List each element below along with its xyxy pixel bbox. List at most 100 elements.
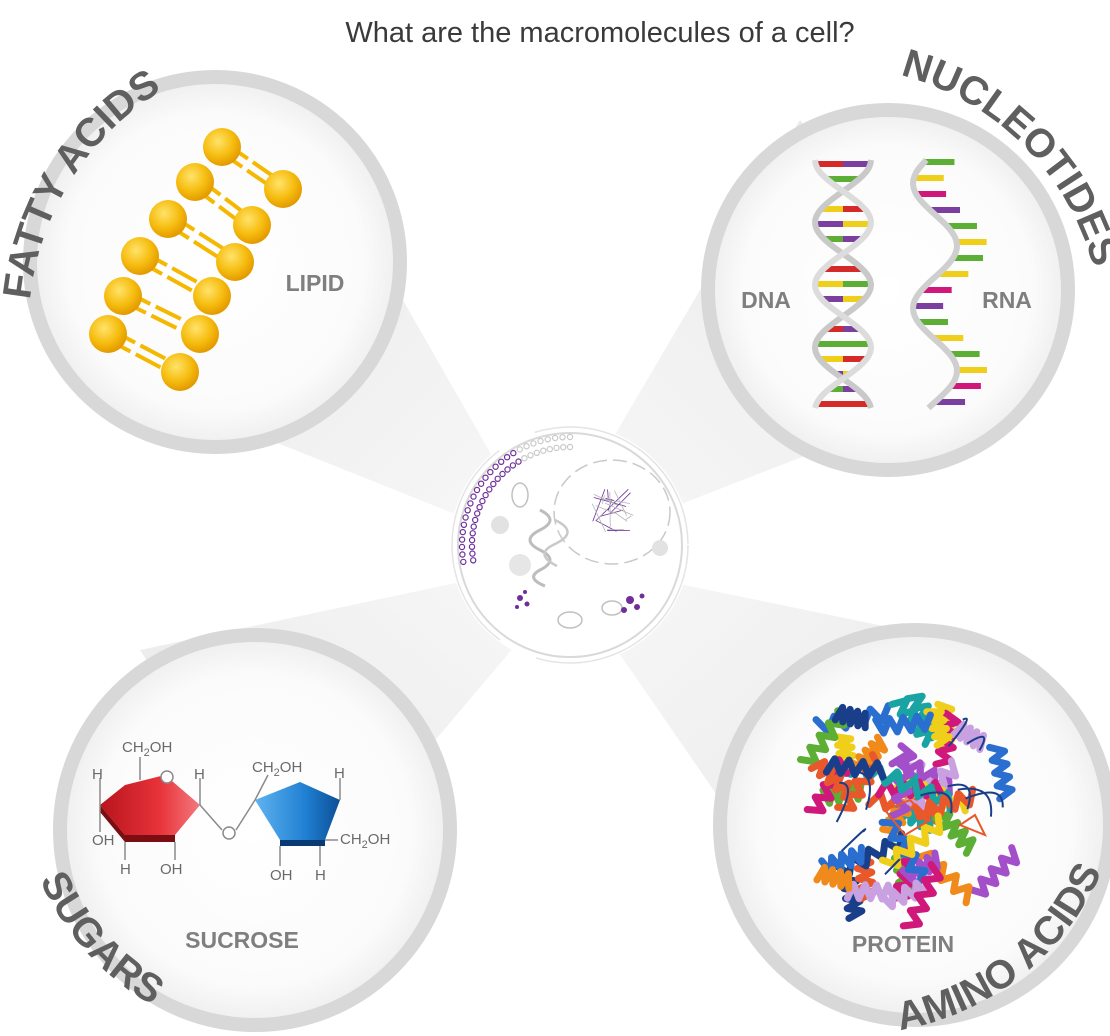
fructose-ring: [255, 782, 340, 840]
glucose-ring-oxygen: [160, 770, 174, 784]
membrane-bead: [521, 455, 528, 462]
protein-helix: [878, 812, 944, 870]
membrane-bead: [482, 474, 489, 481]
lipid-head: [203, 128, 241, 166]
lipid-head: [89, 315, 127, 353]
chem-h-1: H: [92, 766, 103, 783]
chromatin-strand: [613, 490, 628, 516]
protein-helix: [899, 861, 944, 930]
membrane-bead: [509, 462, 517, 469]
chromatin-strand: [607, 489, 609, 499]
protein-helix: [932, 810, 977, 857]
membrane-bead: [516, 446, 524, 453]
protein-loop: [957, 787, 993, 817]
membrane-bead: [523, 443, 530, 450]
membrane-bead: [515, 458, 522, 465]
lipid-head: [233, 206, 271, 244]
membrane-bead: [544, 436, 552, 443]
membrane-bead: [551, 434, 559, 442]
chromatin-strand: [601, 498, 631, 504]
chromatin-strand: [625, 515, 632, 521]
membrane-bead: [530, 440, 537, 447]
protein-loop: [947, 717, 968, 747]
membrane-bead: [527, 452, 534, 459]
membrane-bead: [468, 536, 476, 544]
bubble-bottom-left: [53, 628, 457, 1032]
protein-ligand: [883, 798, 988, 837]
lipid-head: [149, 200, 187, 238]
chem-h-4: H: [334, 765, 345, 782]
glycosidic-oxygen: [222, 826, 236, 840]
membrane-bead: [487, 468, 494, 476]
membrane-bead: [469, 530, 476, 537]
lipid-head: [161, 353, 199, 391]
label-sucrose: SUCROSE: [185, 927, 299, 953]
chem-ch2oh-glucose: CH2OH: [122, 739, 172, 759]
lipid-head: [193, 277, 231, 315]
protein-helix: [878, 875, 931, 911]
protein-helix: [831, 703, 869, 732]
cell-illustration: [450, 425, 690, 665]
rna-backbone: [909, 157, 961, 411]
lipid-head: [181, 315, 219, 353]
membrane-bead: [560, 444, 567, 451]
bubble-top-left: [23, 70, 407, 454]
protein-helix: [872, 711, 934, 737]
label-rna: RNA: [982, 287, 1032, 313]
membrane-bead: [462, 514, 469, 521]
page-title: What are the macromolecules of a cell?: [345, 17, 854, 49]
protein-loop: [851, 770, 871, 811]
chromatin-strand: [591, 503, 606, 533]
protein-loop: [965, 791, 1004, 808]
protein-loop: [884, 858, 901, 876]
label-lipid: LIPID: [286, 270, 345, 296]
cell-purple-granules: [515, 590, 645, 613]
membrane-bead: [490, 480, 497, 488]
membrane-bead: [486, 486, 493, 493]
protein-illustration: [797, 692, 1021, 930]
chem-oh-3: OH: [270, 867, 293, 884]
membrane-bead: [503, 454, 511, 461]
membrane-bead: [510, 449, 517, 457]
nucleus-chromatin: [591, 489, 634, 533]
protein-helix: [813, 863, 853, 892]
chem-ch2oh-side: CH2OH: [340, 831, 390, 851]
membrane-bead: [458, 536, 466, 543]
membrane-bead: [459, 528, 466, 536]
protein-helix: [923, 708, 953, 749]
membrane-bead: [537, 437, 544, 445]
protein-loop: [835, 781, 849, 823]
membrane-bead: [458, 543, 466, 551]
membrane-bead: [472, 516, 479, 524]
membrane-bead: [546, 445, 554, 453]
membrane-bead: [470, 493, 477, 500]
protein-helix: [967, 844, 1021, 898]
vesicle-1: [491, 516, 509, 534]
membrane-bead: [476, 504, 483, 511]
membrane-bead: [470, 523, 477, 530]
chromatin-strand: [600, 509, 624, 517]
protein-helix: [807, 758, 853, 801]
chromatin-strand: [595, 505, 616, 514]
membrane-bead: [504, 466, 511, 473]
lipid-head: [104, 277, 142, 315]
protein-helix: [986, 743, 1016, 803]
protein-helix: [911, 785, 977, 822]
vesicle-2: [509, 554, 531, 576]
membrane-bead: [468, 543, 476, 551]
membrane-bead: [566, 443, 574, 451]
lipid-illustration: [89, 128, 302, 391]
sucrose-structure: CH2OH H H OH H OH CH2OH H CH2OH OH H: [92, 739, 390, 884]
mitochondrion-1: [557, 611, 583, 629]
lipid-head: [176, 163, 214, 201]
membrane-bead: [460, 521, 468, 529]
lipid-head: [216, 243, 254, 281]
membrane-bead: [467, 500, 474, 507]
vesicle-3: [652, 540, 668, 556]
chromatin-strand: [592, 489, 606, 522]
lipid-head: [121, 237, 159, 275]
protein-helix: [843, 880, 898, 903]
membrane-bead: [553, 444, 560, 452]
chromatin-strand: [613, 511, 628, 522]
